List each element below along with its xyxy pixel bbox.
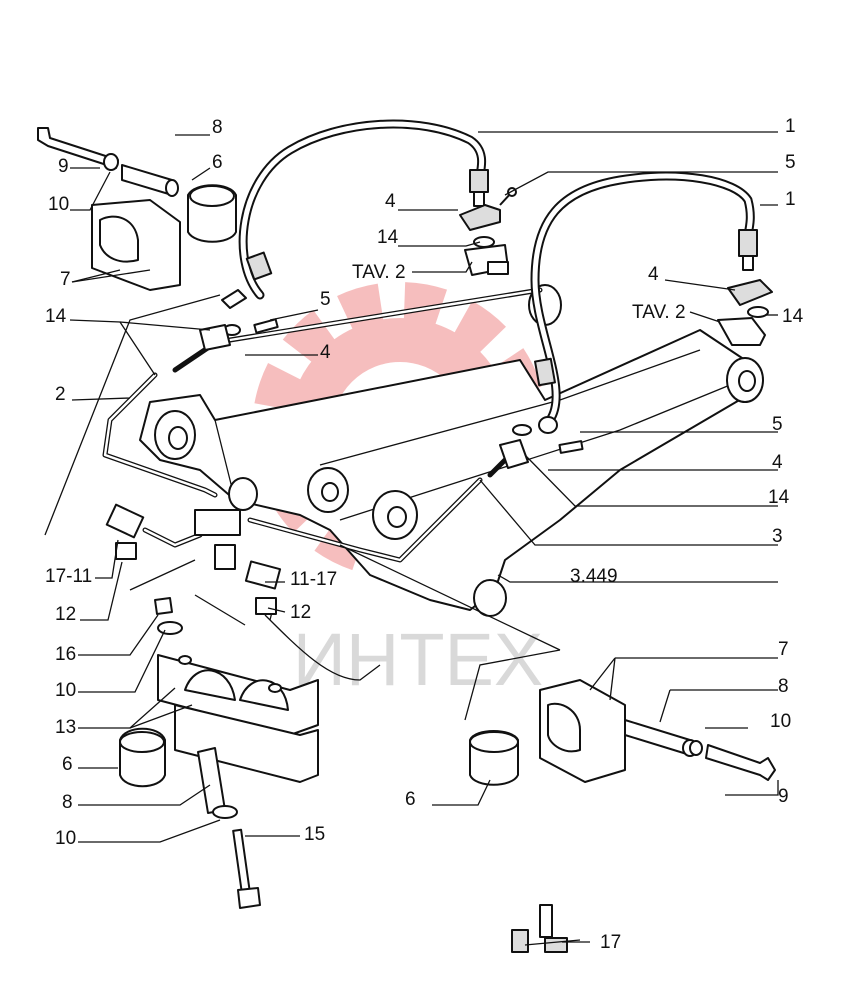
callout-11-17: 11-17 bbox=[290, 569, 337, 590]
leader-lines bbox=[69, 131, 779, 943]
callout-17-11: 17-11 bbox=[45, 566, 92, 587]
callout-10-right: 10 bbox=[770, 711, 791, 732]
callout-16: 16 bbox=[55, 644, 76, 665]
callout-4-top-right: 4 bbox=[648, 264, 659, 285]
callout-tav2-left: TAV. 2 bbox=[352, 262, 406, 283]
callout-14-top-right: 14 bbox=[782, 306, 804, 327]
callout-4-top-left: 4 bbox=[385, 191, 396, 212]
callout-9-right: 9 bbox=[778, 786, 789, 807]
callout-1-right: 1 bbox=[785, 189, 796, 210]
callout-6-bottom: 6 bbox=[405, 789, 416, 810]
inset-part-17 bbox=[511, 904, 581, 953]
upper-right-banjo-fitting bbox=[717, 279, 773, 346]
callout-9-top-left: 9 bbox=[58, 156, 69, 177]
callout-14-left: 14 bbox=[45, 306, 67, 327]
callout-4-mid-left: 4 bbox=[320, 342, 331, 363]
watermark-text: ИНТЕХ bbox=[293, 618, 544, 701]
callout-14-mid-right: 14 bbox=[768, 487, 790, 508]
callout-8-top-left: 8 bbox=[212, 117, 223, 138]
flexible-hose-left bbox=[238, 119, 489, 300]
pipe-lines bbox=[44, 287, 561, 721]
callout-8-left: 8 bbox=[62, 792, 73, 813]
callout-2: 2 bbox=[55, 384, 66, 405]
upper-left-banjo-fitting bbox=[459, 187, 517, 276]
flexible-hose-right bbox=[530, 171, 758, 425]
callout-10-top-left: 10 bbox=[48, 194, 69, 215]
callout-10-left: 10 bbox=[55, 680, 76, 701]
callout-1-top: 1 bbox=[785, 116, 796, 137]
callout-7-left: 7 bbox=[60, 269, 71, 290]
clamp-group-bottom-right bbox=[469, 679, 776, 786]
clamp-group-bottom-left bbox=[119, 597, 319, 909]
left-union-fitting bbox=[199, 289, 279, 351]
callout-6-top-left: 6 bbox=[212, 152, 223, 173]
callout-3-449: 3.449 bbox=[570, 566, 618, 587]
callout-13: 13 bbox=[55, 717, 76, 738]
callout-6-left: 6 bbox=[62, 754, 73, 775]
callout-5-mid-right: 5 bbox=[772, 414, 783, 435]
callout-15: 15 bbox=[304, 824, 325, 845]
callout-5-mid-left: 5 bbox=[320, 289, 331, 310]
rear-axle-bracket bbox=[139, 284, 764, 681]
clamp-group-top-left bbox=[37, 127, 237, 291]
right-union-fitting bbox=[499, 416, 584, 469]
callout-12-mid: 12 bbox=[290, 602, 311, 623]
callout-14-top-left: 14 bbox=[377, 227, 399, 248]
callout-17: 17 bbox=[600, 932, 621, 953]
callout-7-right: 7 bbox=[778, 639, 789, 660]
callout-10-bottom-left: 10 bbox=[55, 828, 76, 849]
callout-12-left: 12 bbox=[55, 604, 76, 625]
callout-5-top: 5 bbox=[785, 152, 796, 173]
callout-tav2-right: TAV. 2 bbox=[632, 302, 686, 323]
callout-8-right: 8 bbox=[778, 676, 789, 697]
callout-4-mid-right: 4 bbox=[772, 452, 783, 473]
callout-labels: 1 5 1 4 14 TAV. 2 4 TAV. 2 14 5 4 14 2 5… bbox=[45, 116, 804, 953]
callout-3: 3 bbox=[772, 526, 783, 547]
